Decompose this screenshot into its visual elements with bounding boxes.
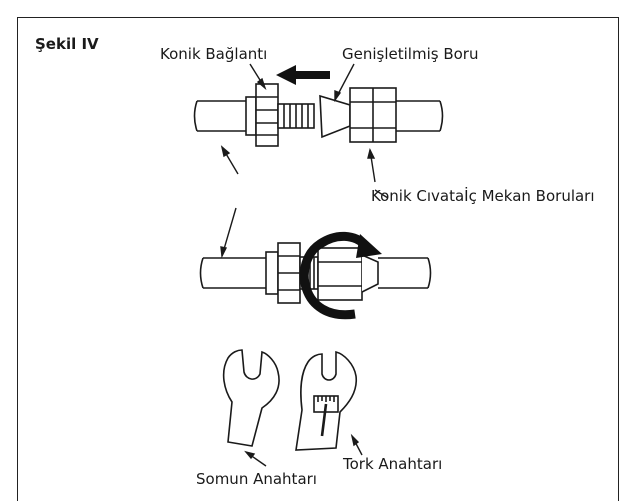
top-left-pipe-assembly — [193, 83, 315, 147]
label-flare-fitting: Konik Bağlantı — [160, 45, 268, 63]
nut-wrench-drawing — [222, 349, 280, 447]
figure-frame — [17, 17, 619, 501]
assembly-direction-arrow — [276, 65, 330, 85]
leader-lines — [220, 63, 389, 467]
top-right-pipe-assembly — [319, 87, 444, 143]
rotation-arrow — [299, 231, 370, 320]
label-torque-wrench: Tork Anahtarı — [343, 455, 443, 473]
figure-title: Şekil IV — [35, 35, 99, 53]
torque-wrench-drawing — [295, 350, 358, 451]
label-flared-pipe: Genişletilmiş Boru — [342, 45, 479, 63]
bottom-joined-assembly — [199, 242, 432, 304]
label-flare-nut-pipes: Konik Cıvataİç Mekan Boruları — [371, 187, 595, 205]
label-nut-wrench: Somun Anahtarı — [196, 470, 317, 488]
